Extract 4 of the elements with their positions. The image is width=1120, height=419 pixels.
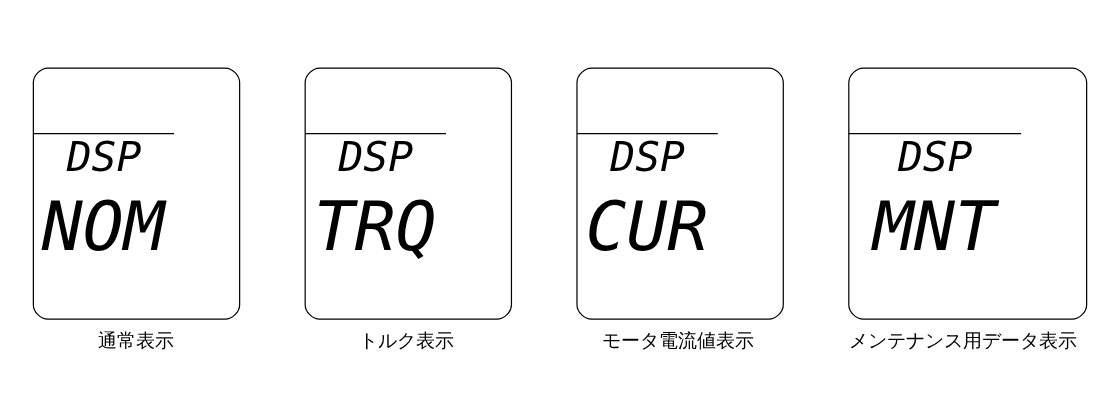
node-label: モータ電流値表示 <box>602 328 755 352</box>
node-label: 通常表示 <box>97 328 174 352</box>
node-label: トルク表示 <box>358 328 454 352</box>
node-label: メンテナンス用データ表示 <box>848 328 1077 352</box>
